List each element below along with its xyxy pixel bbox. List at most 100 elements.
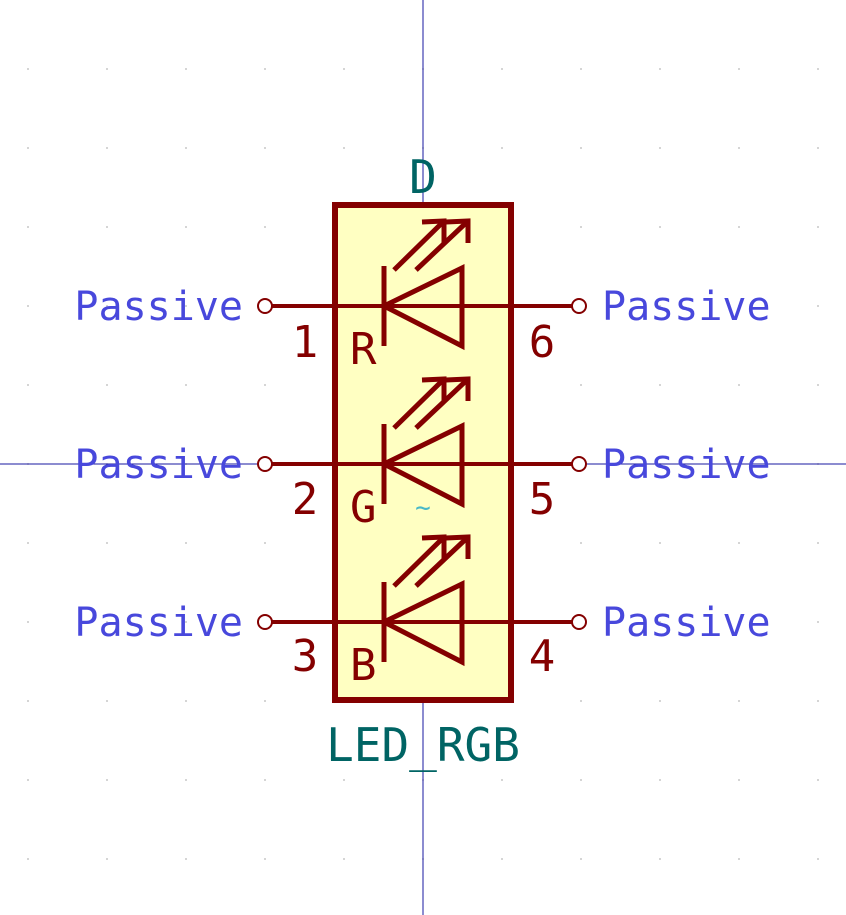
pin-number-6: 6: [529, 317, 556, 368]
pin-number-2: 2: [292, 474, 319, 525]
pin-1-type: Passive: [74, 284, 243, 330]
grid-dot: [738, 226, 740, 228]
grid-dot: [580, 384, 582, 386]
grid-dot: [738, 700, 740, 702]
grid-dot: [738, 68, 740, 70]
reference-designator[interactable]: D: [409, 150, 437, 204]
grid-dot: [501, 858, 503, 860]
pin-number-3: 3: [292, 631, 319, 682]
grid-dot: [185, 621, 187, 623]
grid-dot: [738, 621, 740, 623]
unit-marker: ~: [415, 493, 431, 523]
pin-number-4: 4: [529, 631, 556, 682]
led-green-icon: [378, 376, 471, 509]
grid-dot: [738, 147, 740, 149]
grid-dot: [27, 779, 29, 781]
grid-dot: [580, 147, 582, 149]
grid-dot: [264, 858, 266, 860]
grid-dot: [817, 68, 819, 70]
grid-dot: [580, 542, 582, 544]
grid-dot: [185, 700, 187, 702]
grid-dot: [106, 858, 108, 860]
pin-endpoints: [257, 298, 587, 630]
grid-dot: [738, 305, 740, 307]
grid-dot: [580, 858, 582, 860]
grid-dot: [27, 542, 29, 544]
pin-6-type: Passive: [602, 284, 771, 330]
grid-dot: [264, 700, 266, 702]
grid-dot: [659, 384, 661, 386]
grid-dot: [817, 226, 819, 228]
grid-dot: [185, 858, 187, 860]
grid-dot: [185, 305, 187, 307]
grid-dot: [659, 858, 661, 860]
grid-dot: [185, 147, 187, 149]
pin-5-endpoint[interactable]: [571, 456, 587, 472]
grid-dot: [738, 858, 740, 860]
grid-dot: [27, 68, 29, 70]
grid-dot: [343, 147, 345, 149]
grid-dot: [580, 779, 582, 781]
grid-dot: [817, 147, 819, 149]
grid-dot: [106, 700, 108, 702]
grid-dot: [106, 542, 108, 544]
grid-dot: [106, 68, 108, 70]
grid-dot: [106, 621, 108, 623]
component-body[interactable]: [332, 202, 514, 703]
grid-dot: [738, 779, 740, 781]
grid-dot: [659, 779, 661, 781]
pin-names: R G B: [350, 324, 377, 691]
pin-type-labels: Passive Passive Passive Passive Passive …: [74, 284, 770, 646]
grid-dot: [106, 226, 108, 228]
grid-dot: [185, 384, 187, 386]
pin-number-1: 1: [292, 317, 319, 368]
pin-3-endpoint[interactable]: [257, 614, 273, 630]
grid-dot: [738, 542, 740, 544]
grid-dot: [501, 779, 503, 781]
grid-dot: [580, 226, 582, 228]
grid-dot: [27, 147, 29, 149]
grid-dot: [501, 147, 503, 149]
grid-dot: [659, 621, 661, 623]
grid-dot: [185, 226, 187, 228]
grid-dot: [185, 68, 187, 70]
internal-wires: [335, 304, 511, 624]
grid-dot: [106, 305, 108, 307]
pin-name-g: G: [350, 482, 377, 533]
pin-1-endpoint[interactable]: [257, 298, 273, 314]
pin-5-type: Passive: [602, 442, 771, 488]
grid-dot: [659, 68, 661, 70]
grid-dot: [106, 779, 108, 781]
grid-dot: [264, 384, 266, 386]
grid-dot: [817, 700, 819, 702]
value-label[interactable]: LED_RGB: [326, 718, 520, 772]
led-blue-icon: [378, 534, 471, 667]
pin-6-endpoint[interactable]: [571, 298, 587, 314]
grid-dot: [185, 542, 187, 544]
pin-numbers: 1 2 3 6 5 4: [292, 317, 556, 682]
pin-2-endpoint[interactable]: [257, 456, 273, 472]
grid-dot: [106, 384, 108, 386]
grid-dot: [580, 700, 582, 702]
grid-dot: [580, 68, 582, 70]
grid-dot: [185, 779, 187, 781]
grid-dot: [343, 68, 345, 70]
grid-dot: [817, 542, 819, 544]
grid-dot: [501, 68, 503, 70]
pin-4-endpoint[interactable]: [571, 614, 587, 630]
grid-dot: [659, 700, 661, 702]
grid-dot: [27, 226, 29, 228]
grid-dot: [264, 542, 266, 544]
grid-dot: [27, 858, 29, 860]
pin-number-5: 5: [529, 474, 556, 525]
grid-dot: [817, 384, 819, 386]
pin-3-type: Passive: [74, 600, 243, 646]
grid-dot: [27, 700, 29, 702]
grid-dot: [264, 779, 266, 781]
led-diodes: [378, 218, 471, 667]
grid-dot: [27, 621, 29, 623]
grid-dot: [264, 226, 266, 228]
grid-dot: [264, 68, 266, 70]
grid-dot: [659, 305, 661, 307]
pin-2-type: Passive: [74, 442, 243, 488]
